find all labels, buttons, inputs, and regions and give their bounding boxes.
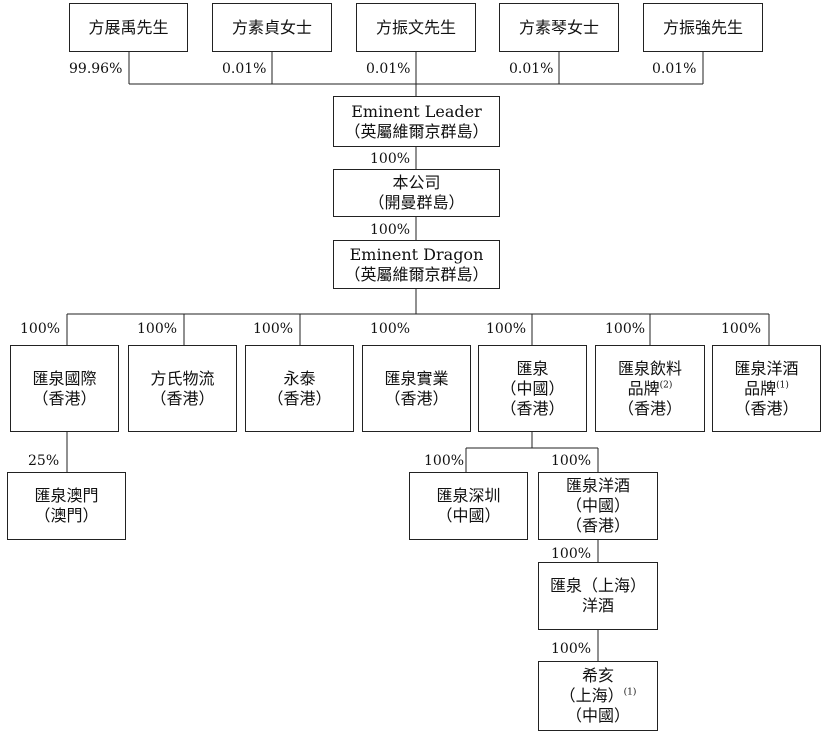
xihai-box: 希亥 （上海）(1) （中國）	[538, 661, 658, 731]
entity-jurisdiction: （香港）	[565, 516, 630, 535]
shareholder-name: 方振強先生	[662, 17, 743, 37]
shareholder-box-1: 方展禹先生	[69, 3, 188, 52]
shareholder-box-2: 方素貞女士	[212, 3, 332, 52]
footnote-marker: (1)	[776, 380, 789, 391]
shenzhen-pct: 100%	[424, 453, 465, 469]
subsidiary-box-wingtai: 永泰 （香港）	[245, 345, 354, 432]
entity-name: 永泰	[283, 368, 316, 388]
company-pct: 100%	[370, 222, 411, 238]
entity-jurisdiction: （香港）	[734, 398, 799, 418]
entity-name-line2: 品牌(1)	[744, 379, 789, 399]
subsidiary-pct-1: 100%	[20, 321, 61, 337]
shareholder-name: 方素琴女士	[518, 17, 599, 37]
eminent-leader-pct: 100%	[370, 151, 411, 167]
wine-china-hk-box: 匯泉洋酒 （中國） （香港）	[538, 472, 658, 540]
entity-name: 匯泉飲料	[617, 358, 682, 378]
entity-name: 匯泉澳門	[34, 486, 99, 505]
footnote-marker: (2)	[659, 380, 673, 391]
entity-name: 匯泉洋酒	[734, 358, 799, 378]
shareholder-box-5: 方振強先生	[643, 3, 763, 52]
entity-jurisdiction: （英屬維爾京群島）	[344, 264, 489, 284]
entity-name: Eminent Leader	[351, 101, 482, 121]
subsidiary-box-huiquan-industry: 匯泉實業 （香港）	[362, 345, 471, 432]
subsidiary-pct-7: 100%	[721, 321, 762, 337]
entity-jurisdiction: （中國）	[565, 706, 630, 725]
eminent-dragon-box: Eminent Dragon （英屬維爾京群島）	[333, 240, 500, 289]
shareholder-name: 方素貞女士	[231, 17, 312, 37]
footnote-marker: (1)	[623, 687, 637, 698]
entity-jurisdiction: （香港）	[617, 398, 682, 418]
entity-jurisdiction: （香港）	[500, 398, 565, 418]
subsidiary-pct-6: 100%	[605, 321, 646, 337]
shareholder-pct-3: 0.01%	[366, 61, 411, 77]
entity-jurisdiction: （香港）	[32, 388, 97, 408]
entity-jurisdiction: （中國）	[436, 506, 501, 525]
shareholder-pct-2: 0.01%	[222, 61, 267, 77]
entity-jurisdiction: （澳門）	[34, 506, 99, 525]
subsidiary-box-fang-logistics: 方氏物流 （香港）	[128, 345, 237, 432]
entity-name-line2: 洋酒	[581, 596, 614, 615]
entity-jurisdiction: （開曼群島）	[368, 193, 465, 212]
shareholder-box-3: 方振文先生	[356, 3, 476, 52]
entity-name: Eminent Dragon	[349, 244, 484, 264]
entity-sub-jurisdiction: （上海）	[559, 686, 624, 705]
macau-box: 匯泉澳門 （澳門）	[7, 472, 126, 540]
shareholder-pct-4: 0.01%	[509, 61, 554, 77]
entity-name-part: 品牌	[627, 378, 660, 398]
shenzhen-box: 匯泉深圳 （中國）	[409, 472, 528, 540]
subsidiary-box-huiquan-china-hk: 匯泉 （中國） （香港）	[478, 345, 587, 432]
shareholder-name: 方展禹先生	[88, 17, 169, 37]
entity-jurisdiction: （英屬維爾京群島）	[344, 121, 489, 141]
subsidiary-pct-2: 100%	[137, 321, 178, 337]
shareholder-pct-5: 0.01%	[652, 61, 697, 77]
entity-jurisdiction: （香港）	[150, 388, 215, 408]
entity-name: 匯泉（上海）	[549, 576, 646, 595]
entity-name-line2: 品牌(2)	[628, 379, 673, 399]
wine-china-hk-pct: 100%	[551, 453, 592, 469]
entity-name: 匯泉深圳	[436, 486, 501, 505]
entity-sub-jurisdiction-line: （上海）(1)	[560, 686, 637, 706]
entity-jurisdiction: （香港）	[384, 388, 449, 408]
subsidiary-pct-3: 100%	[253, 321, 294, 337]
shanghai-wine-box: 匯泉（上海） 洋酒	[538, 562, 658, 630]
macau-pct: 25%	[28, 453, 60, 469]
eminent-leader-box: Eminent Leader （英屬維爾京群島）	[333, 96, 500, 147]
entity-name: 方氏物流	[150, 368, 215, 388]
entity-name: 匯泉	[516, 358, 549, 378]
shareholder-box-4: 方素琴女士	[499, 3, 619, 52]
xihai-pct: 100%	[551, 641, 592, 657]
entity-sub-jurisdiction: （中國）	[565, 496, 630, 515]
entity-name: 匯泉實業	[384, 368, 449, 388]
shareholder-pct-1: 99.96%	[69, 61, 123, 77]
company-box: 本公司 （開曼群島）	[333, 169, 500, 217]
subsidiary-box-beverage-brand: 匯泉飲料 品牌(2) （香港）	[595, 345, 705, 432]
entity-name: 匯泉國際	[32, 368, 97, 388]
shanghai-wine-pct: 100%	[551, 546, 592, 562]
shareholder-name: 方振文先生	[375, 17, 456, 37]
entity-name: 匯泉洋酒	[565, 476, 630, 495]
subsidiary-pct-5: 100%	[486, 321, 527, 337]
entity-name: 本公司	[392, 173, 441, 192]
subsidiary-pct-4: 100%	[370, 321, 411, 337]
entity-name-part: 品牌	[744, 378, 777, 398]
entity-name: 希亥	[581, 666, 614, 685]
entity-jurisdiction: （香港）	[267, 388, 332, 408]
subsidiary-box-huiquan-intl: 匯泉國際 （香港）	[10, 345, 119, 432]
subsidiary-box-wine-brand: 匯泉洋酒 品牌(1) （香港）	[712, 345, 821, 432]
entity-sub-jurisdiction: （中國）	[500, 378, 565, 398]
